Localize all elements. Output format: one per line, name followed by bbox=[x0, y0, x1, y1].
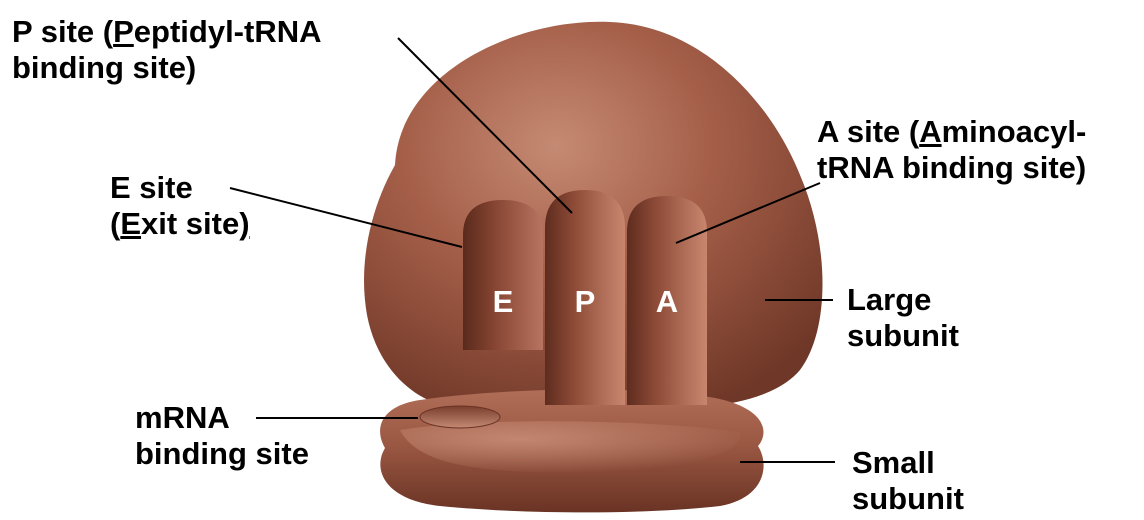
e-site-label: E site (Exit site) bbox=[110, 170, 250, 242]
small-subunit-label: Small subunit bbox=[852, 445, 964, 517]
a-site-label: A site (Aminoacyl- tRNA binding site) bbox=[817, 114, 1086, 186]
e-site-slot bbox=[463, 200, 543, 350]
large-subunit-label: Large subunit bbox=[847, 282, 959, 354]
mrna-binding-site-label: mRNA binding site bbox=[135, 400, 309, 472]
a-site-letter: A bbox=[656, 284, 678, 319]
e-site-letter: E bbox=[493, 284, 514, 319]
mrna-binding-groove bbox=[420, 406, 500, 428]
p-site-label: P site (Peptidyl-tRNA binding site) bbox=[12, 14, 322, 86]
p-site-letter: P bbox=[575, 284, 596, 319]
